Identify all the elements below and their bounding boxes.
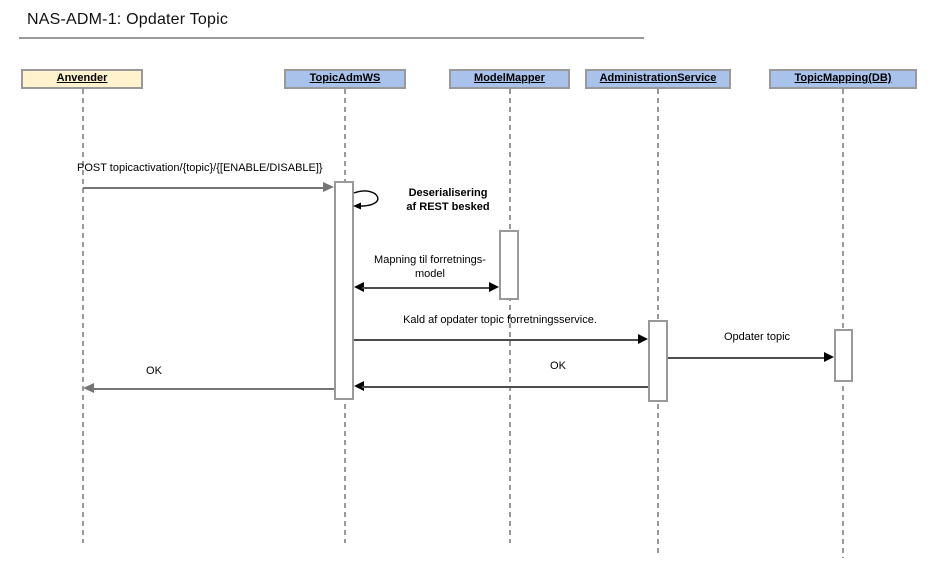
title-underline bbox=[19, 37, 644, 39]
message-line-kald bbox=[354, 339, 640, 341]
participant-administrationservice: AdministrationService bbox=[585, 69, 731, 89]
participant-topicadmws: TopicAdmWS bbox=[284, 69, 406, 89]
message-label-post: POST topicactivation/{topic}/{[ENABLE/DI… bbox=[77, 162, 323, 174]
self-message-loop-icon bbox=[353, 190, 379, 210]
activation-topicmappingdb bbox=[834, 329, 853, 382]
activation-modelmapper bbox=[499, 230, 519, 300]
lifeline-topicmappingdb bbox=[842, 89, 844, 558]
arrowhead-right-icon bbox=[638, 334, 648, 344]
activation-administrationservice bbox=[648, 320, 668, 402]
arrowhead-right-icon bbox=[824, 352, 834, 362]
arrowhead-right-icon bbox=[323, 182, 334, 192]
message-line-ok-inner bbox=[362, 386, 648, 388]
message-label-ok-inner: OK bbox=[550, 360, 566, 372]
participant-topicmappingdb: TopicMapping(DB) bbox=[769, 69, 917, 89]
arrowhead-left-icon bbox=[354, 282, 364, 292]
message-label-kald: Kald af opdater topic forretningsservice… bbox=[403, 314, 597, 326]
lifeline-anvender bbox=[82, 89, 84, 543]
arrowhead-right-icon bbox=[489, 282, 499, 292]
message-line-ok-outer bbox=[93, 388, 334, 390]
diagram-title: NAS-ADM-1: Opdater Topic bbox=[27, 11, 229, 28]
arrowhead-left-icon bbox=[83, 383, 94, 393]
activation-topicadmws bbox=[334, 181, 354, 400]
message-label-deserialisering: Deserialisering af REST besked bbox=[406, 187, 490, 213]
message-label-mapning: Mapning til forretnings- model bbox=[374, 254, 486, 280]
arrowhead-left-icon bbox=[354, 381, 364, 391]
message-line-post bbox=[83, 187, 323, 189]
message-label-opdater-topic: Opdater topic bbox=[723, 331, 791, 343]
message-label-ok-outer: OK bbox=[146, 365, 162, 377]
message-line-opdater-topic bbox=[668, 357, 826, 359]
participant-anvender: Anvender bbox=[21, 69, 143, 89]
message-line-mapning bbox=[362, 287, 491, 289]
lifeline-modelmapper bbox=[509, 89, 511, 543]
participant-modelmapper: ModelMapper bbox=[449, 69, 570, 89]
